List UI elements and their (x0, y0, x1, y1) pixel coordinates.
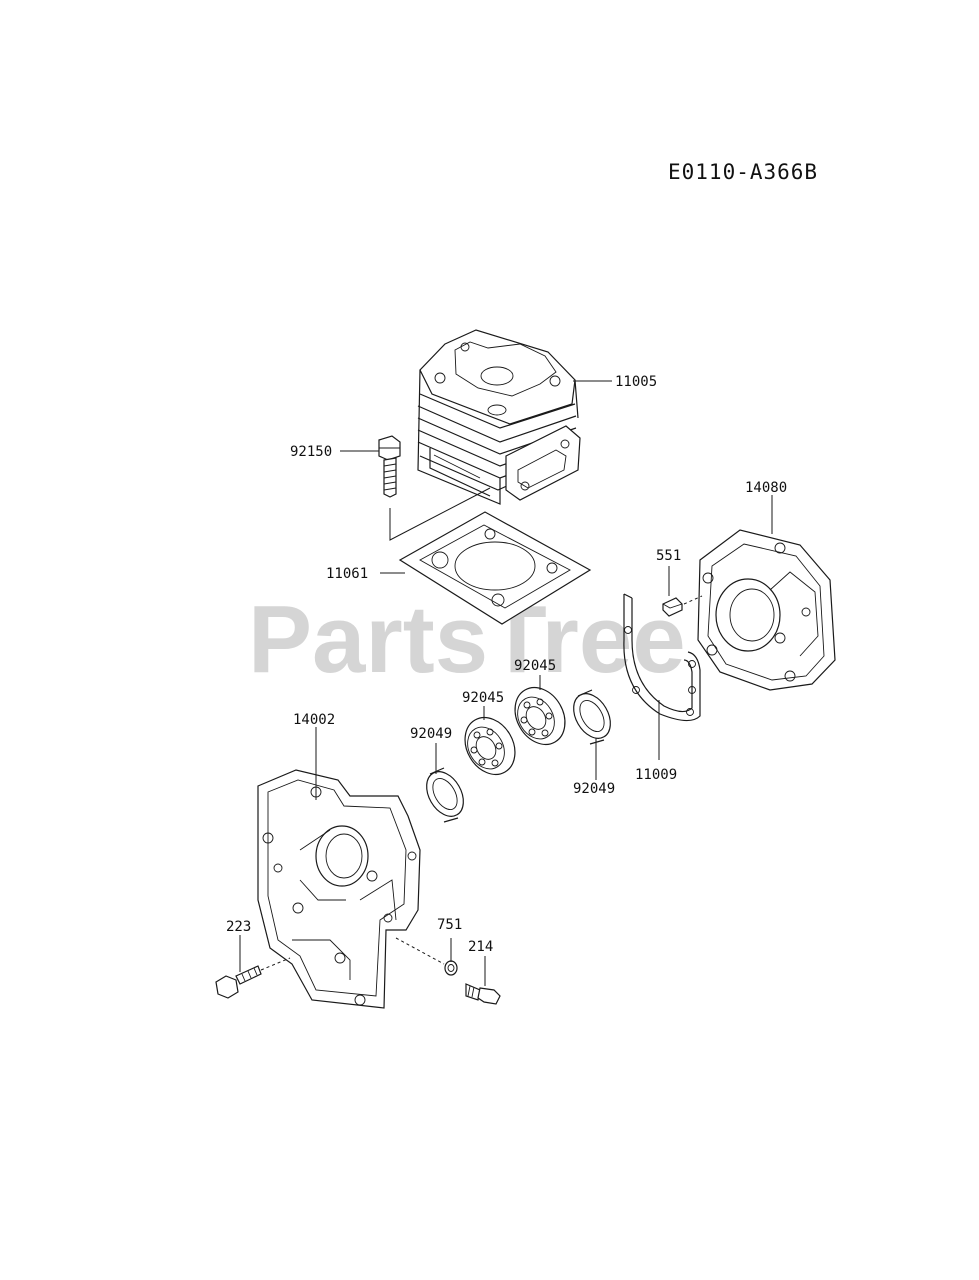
cylinder-gasket-part[interactable] (398, 511, 592, 625)
label-551[interactable]: 551 (656, 548, 681, 564)
label-92049-right[interactable]: 92049 (573, 781, 615, 797)
label-11009[interactable]: 11009 (635, 767, 677, 783)
label-92150[interactable]: 92150 (290, 444, 332, 460)
crankcase-left-part[interactable] (257, 769, 421, 1009)
cylinder-part[interactable] (417, 329, 581, 505)
label-14080[interactable]: 14080 (745, 480, 787, 496)
screw-223-part[interactable] (215, 965, 262, 999)
diagram-code: E0110-A366B (668, 160, 819, 184)
bearing-left-part[interactable] (455, 709, 525, 784)
crankcase-right-part[interactable] (697, 529, 836, 691)
bearing-right-part[interactable] (505, 679, 575, 754)
oil-seal-left-part[interactable] (419, 765, 471, 823)
label-92045-lower[interactable]: 92045 (462, 690, 504, 706)
label-11061[interactable]: 11061 (326, 566, 368, 582)
label-214[interactable]: 214 (468, 939, 493, 955)
watermark-text: PartsTree (248, 586, 686, 693)
bolt-214-part[interactable] (465, 983, 501, 1005)
crankcase-gasket-part[interactable] (623, 593, 701, 722)
label-92049-left[interactable]: 92049 (410, 726, 452, 742)
label-751[interactable]: 751 (437, 917, 462, 933)
label-223[interactable]: 223 (226, 919, 251, 935)
label-11005[interactable]: 11005 (615, 374, 657, 390)
washer-751-part[interactable] (444, 960, 458, 976)
oil-seal-right-part[interactable] (566, 687, 618, 745)
label-92045-upper[interactable]: 92045 (514, 658, 556, 674)
cylinder-bolt-part[interactable] (378, 435, 401, 498)
label-14002[interactable]: 14002 (293, 712, 335, 728)
dowel-pin-part[interactable] (662, 597, 683, 617)
